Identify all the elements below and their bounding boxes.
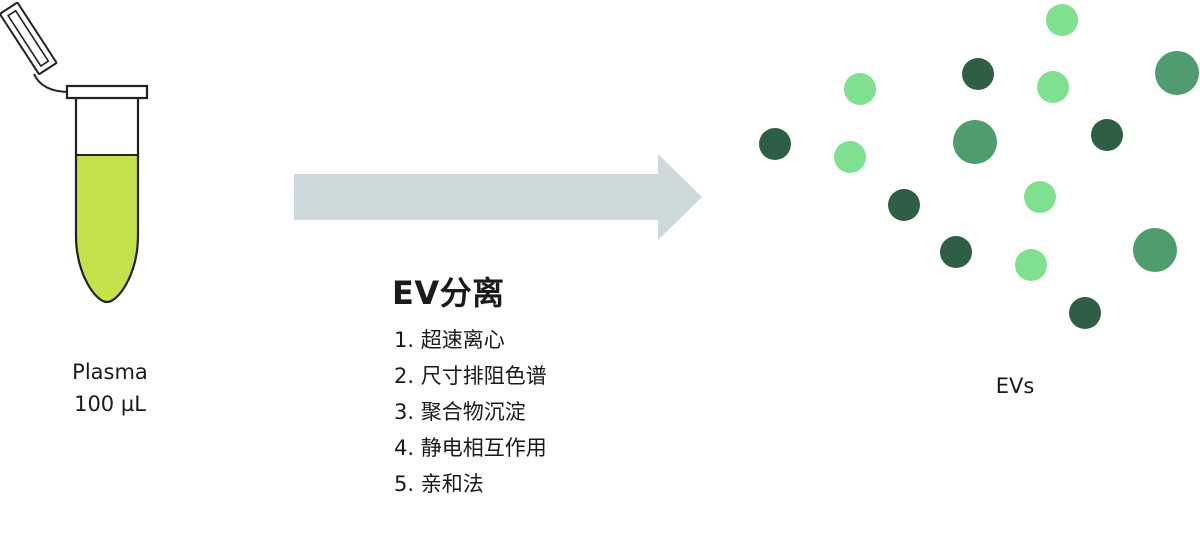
tube-body	[74, 98, 140, 304]
ev-particle	[1133, 228, 1177, 272]
ev-particle	[888, 189, 920, 221]
ev-particle	[940, 236, 972, 268]
tube-cap	[0, 1, 58, 75]
method-item: 3. 聚合物沉淀	[394, 400, 526, 424]
ev-particle	[1024, 181, 1056, 213]
sample-volume-label: 100 µL	[74, 392, 146, 416]
method-item: 4. 静电相互作用	[394, 436, 547, 460]
method-item: 2. 尺寸排阻色谱	[394, 364, 547, 388]
separation-title: EV分离	[392, 274, 505, 312]
evs-label: EVs	[995, 374, 1035, 398]
ev-particle	[1091, 119, 1123, 151]
ev-particle	[962, 58, 994, 90]
separation-methods-list: 1. 超速离心 2. 尺寸排阻色谱 3. 聚合物沉淀 4. 静电相互作用 5. …	[394, 322, 547, 502]
arrow-shape	[294, 154, 702, 240]
ev-particle	[953, 120, 997, 164]
process-arrow	[294, 154, 702, 240]
ev-particle	[759, 128, 791, 160]
plasma-liquid	[76, 155, 138, 302]
sample-name-label: Plasma	[72, 360, 148, 384]
cap-hinge-strap	[33, 73, 71, 93]
ev-particle	[1069, 297, 1101, 329]
ev-particle	[1037, 71, 1069, 103]
ev-particle	[1015, 249, 1047, 281]
ev-particle	[1155, 51, 1199, 95]
method-item: 1. 超速离心	[394, 328, 505, 352]
plasma-tube-illustration	[0, 1, 149, 304]
tube-rim	[65, 84, 149, 100]
ev-particle	[844, 73, 876, 105]
ev-particles	[759, 4, 1199, 329]
ev-particle	[1046, 4, 1078, 36]
ev-particle	[834, 141, 866, 173]
method-item: 5. 亲和法	[394, 472, 484, 496]
